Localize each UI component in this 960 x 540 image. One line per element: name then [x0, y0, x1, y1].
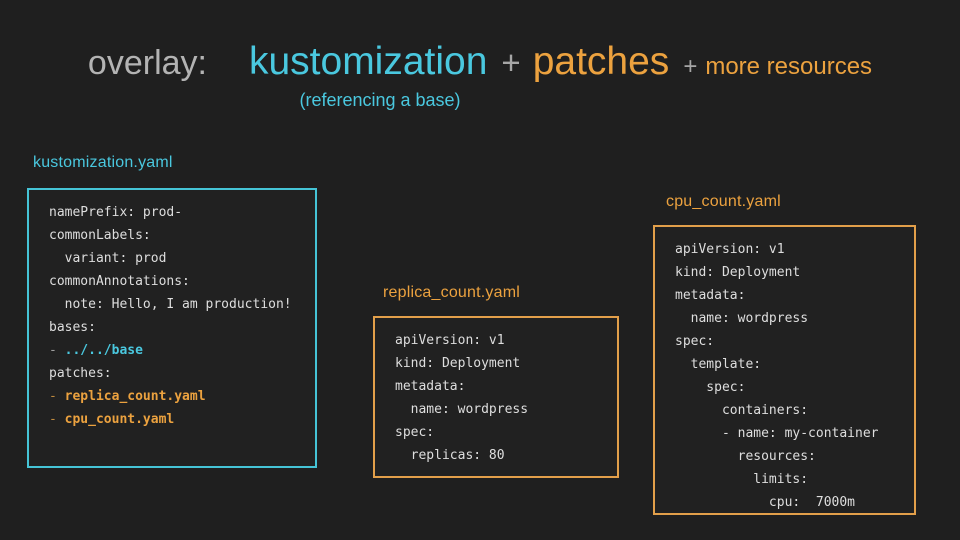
code-segment: replica_count.yaml — [64, 389, 206, 404]
kustomization-yaml-label: kustomization.yaml — [33, 154, 173, 171]
code-segment: cpu_count.yaml — [64, 412, 175, 427]
code-segment: spec: — [395, 425, 435, 440]
code-segment: commonLabels: — [49, 228, 151, 243]
code-line: containers: — [675, 399, 910, 422]
code-line: metadata: — [395, 375, 613, 398]
code-segment: - — [49, 343, 65, 358]
code-segment: variant: prod — [49, 251, 167, 266]
kustomization-yaml-code-box: namePrefix: prod-commonLabels: variant: … — [27, 188, 317, 468]
title-plus-1: + — [501, 44, 521, 81]
code-line: cpu: 7000m — [675, 491, 910, 514]
code-line: variant: prod — [49, 247, 311, 270]
code-segment: replicas: 80 — [395, 448, 505, 463]
code-line: replicas: 80 — [395, 444, 613, 467]
code-line: commonAnnotations: — [49, 270, 311, 293]
code-line: template: — [675, 353, 910, 376]
code-segment: apiVersion: v1 — [675, 242, 785, 257]
code-segment: apiVersion: v1 — [395, 333, 505, 348]
code-line: metadata: — [675, 284, 910, 307]
title-overlay: overlay: — [87, 44, 207, 82]
code-segment: name: wordpress — [395, 402, 529, 417]
code-line: kind: Deployment — [675, 261, 910, 284]
code-line: spec: — [395, 421, 613, 444]
code-line: - replica_count.yaml — [49, 385, 311, 408]
code-segment: kind: Deployment — [395, 356, 521, 371]
code-segment: containers: — [675, 403, 809, 418]
slide-title: overlay: kustomization + patches + more resou… — [0, 40, 960, 84]
code-line: - name: my-container — [675, 422, 910, 445]
code-segment: name: wordpress — [675, 311, 809, 326]
code-segment: limits: — [675, 472, 809, 487]
code-line: name: wordpress — [395, 398, 613, 421]
code-line: - ../../base — [49, 339, 311, 362]
cpu-count-yaml-label: cpu_count.yaml — [666, 193, 781, 210]
code-segment: patches: — [49, 366, 112, 381]
code-segment: bases: — [49, 320, 96, 335]
code-line: patches: — [49, 362, 311, 385]
code-line: name: wordpress — [675, 307, 910, 330]
code-line: spec: — [675, 376, 910, 399]
code-segment: metadata: — [675, 288, 746, 303]
code-segment: metadata: — [395, 379, 466, 394]
code-line: note: Hello, I am production! — [49, 293, 311, 316]
title-plus-2: + — [683, 53, 698, 80]
replica-count-yaml-label: replica_count.yaml — [383, 284, 520, 301]
code-line: bases: — [49, 316, 311, 339]
code-segment: spec: — [675, 380, 746, 395]
code-segment: note: Hello, I am production! — [49, 297, 292, 312]
title-more-resources: more resources — [705, 53, 873, 80]
title-subtitle: (referencing a base) — [299, 90, 461, 110]
code-segment: ../../base — [64, 343, 143, 358]
code-segment: - — [49, 412, 65, 427]
code-line: namePrefix: prod- — [49, 201, 311, 224]
code-line: apiVersion: v1 — [675, 238, 910, 261]
code-segment: spec: — [675, 334, 715, 349]
code-line: commonLabels: — [49, 224, 311, 247]
title-patches: patches — [532, 40, 670, 83]
code-line: - cpu_count.yaml — [49, 408, 311, 431]
code-line: resources: — [675, 445, 910, 468]
code-segment: namePrefix: prod- — [49, 205, 183, 220]
code-segment: cpu: 7000m — [675, 495, 856, 510]
code-segment: - name: my-container — [675, 426, 879, 441]
code-line: limits: — [675, 468, 910, 491]
title-kustomization: kustomization — [248, 40, 488, 83]
code-segment: commonAnnotations: — [49, 274, 190, 289]
code-line: apiVersion: v1 — [395, 329, 613, 352]
code-segment: - — [49, 389, 65, 404]
code-segment: kind: Deployment — [675, 265, 801, 280]
code-line: spec: — [675, 330, 910, 353]
code-segment: resources: — [675, 449, 816, 464]
code-segment: template: — [675, 357, 762, 372]
code-line: kind: Deployment — [395, 352, 613, 375]
